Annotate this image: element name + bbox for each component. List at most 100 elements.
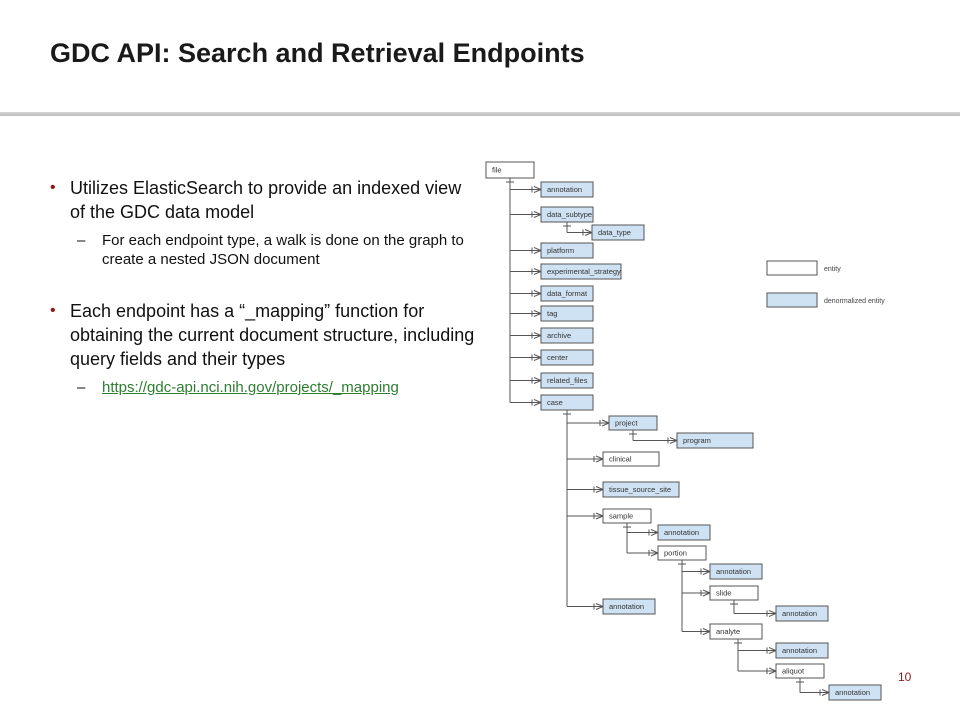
node-box [828, 684, 882, 701]
bullet-1-sub-1-text: For each endpoint type, a walk is done o… [102, 232, 464, 268]
legend-denormalized-label: denormalized entity [824, 298, 885, 305]
bullet-1-sub-1: – For each endpoint type, a walk is done… [50, 231, 480, 269]
node-box [540, 394, 594, 411]
node-file: file [485, 161, 535, 179]
node-box [602, 598, 656, 615]
bullet-1: • Utilizes ElasticSearch to provide an i… [50, 176, 480, 224]
node-box [540, 206, 594, 223]
node-analyte: analyte [709, 623, 763, 640]
title-divider [0, 112, 960, 116]
bullet-list: • Utilizes ElasticSearch to provide an i… [50, 176, 480, 397]
node-slide: slide [709, 585, 759, 601]
node-label: project [615, 419, 638, 428]
node-label: tissue_source_site [609, 485, 671, 494]
node-slide-annotation: annotation [775, 605, 829, 622]
node-data-subtype: data_subtype [540, 206, 594, 223]
node-center: center [540, 349, 594, 366]
node-analyte-annotation: annotation [775, 642, 829, 659]
dash-icon: – [77, 379, 86, 396]
node-tag: tag [540, 305, 594, 322]
node-aliquot-annotation: annotation [828, 684, 882, 701]
node-label: annotation [664, 528, 699, 537]
node-box [775, 642, 829, 659]
page-number: 10 [898, 670, 912, 684]
node-label: tag [547, 309, 557, 318]
node-data-format: data_format [540, 285, 594, 302]
mapping-link[interactable]: https://gdc-api.nci.nih.gov/projects/_ma… [102, 379, 399, 396]
node-portion-annotation: annotation [709, 563, 763, 580]
node-box [540, 327, 594, 344]
node-label: program [683, 436, 711, 445]
node-tissue-source-site: tissue_source_site [602, 481, 680, 498]
node-label: analyte [716, 627, 740, 636]
node-case-annotation: annotation [602, 598, 656, 615]
node-label: data_format [547, 289, 588, 298]
node-label: data_type [598, 228, 631, 237]
bullet-2: • Each endpoint has a “_mapping” functio… [50, 299, 480, 371]
node-label: annotation [547, 185, 582, 194]
node-box [540, 242, 594, 259]
node-label: related_files [547, 376, 588, 385]
node-label: platform [547, 246, 574, 255]
node-box [540, 372, 594, 389]
node-label: sample [609, 512, 633, 521]
node-box [602, 508, 652, 524]
node-box [602, 481, 680, 498]
node-sample-annotation: annotation [657, 524, 711, 541]
node-label: aliquot [782, 667, 805, 676]
node-label: slide [716, 589, 731, 598]
node-portion: portion [657, 545, 707, 561]
node-box [709, 623, 763, 640]
node-data-type: data_type [591, 224, 645, 241]
node-program: program [676, 432, 754, 449]
node-label: annotation [835, 688, 870, 697]
legend-entity-swatch [766, 260, 818, 276]
slide-title: GDC API: Search and Retrieval Endpoints [50, 38, 585, 68]
node-label: experimental_strategy [547, 267, 621, 276]
node-box [676, 432, 754, 449]
node-box [657, 524, 711, 541]
node-box [709, 563, 763, 580]
node-label: data_subtype [547, 210, 592, 219]
node-label: clinical [609, 455, 632, 464]
node-box [540, 349, 594, 366]
node-box [540, 305, 594, 322]
dash-icon: – [77, 232, 86, 249]
node-box [540, 285, 594, 302]
node-archive: archive [540, 327, 594, 344]
bullet-dot-icon: • [50, 302, 56, 319]
legend: entity denormalized entity [766, 260, 885, 308]
node-label: annotation [782, 609, 817, 618]
node-file-annotation: annotation [540, 181, 594, 198]
bullet-dot-icon: • [50, 179, 56, 196]
node-label: case [547, 398, 563, 407]
node-experimental-strategy: experimental_strategy [540, 263, 622, 280]
node-label: portion [664, 549, 687, 558]
legend-denormalized-swatch [766, 292, 818, 308]
node-label: annotation [609, 602, 644, 611]
node-box [540, 263, 622, 280]
bullet-2-sub-1: – https://gdc-api.nci.nih.gov/projects/_… [50, 378, 480, 397]
node-box [657, 545, 707, 561]
node-box [485, 161, 535, 179]
node-related-files: related_files [540, 372, 594, 389]
node-box [608, 415, 658, 431]
node-platform: platform [540, 242, 594, 259]
node-clinical: clinical [602, 451, 660, 467]
node-box [591, 224, 645, 241]
node-box [775, 663, 825, 679]
node-sample: sample [602, 508, 652, 524]
node-label: annotation [716, 567, 751, 576]
bullet-1-text: Utilizes ElasticSearch to provide an ind… [70, 178, 462, 222]
node-box [709, 585, 759, 601]
node-box [540, 181, 594, 198]
node-case: case [540, 394, 594, 411]
node-project: project [608, 415, 658, 431]
node-aliquot: aliquot [775, 663, 825, 679]
node-box [602, 451, 660, 467]
bullet-2-text: Each endpoint has a “_mapping” function … [70, 301, 475, 369]
node-label: archive [547, 331, 571, 340]
legend-entity-label: entity [824, 266, 841, 273]
node-label: center [547, 353, 568, 362]
